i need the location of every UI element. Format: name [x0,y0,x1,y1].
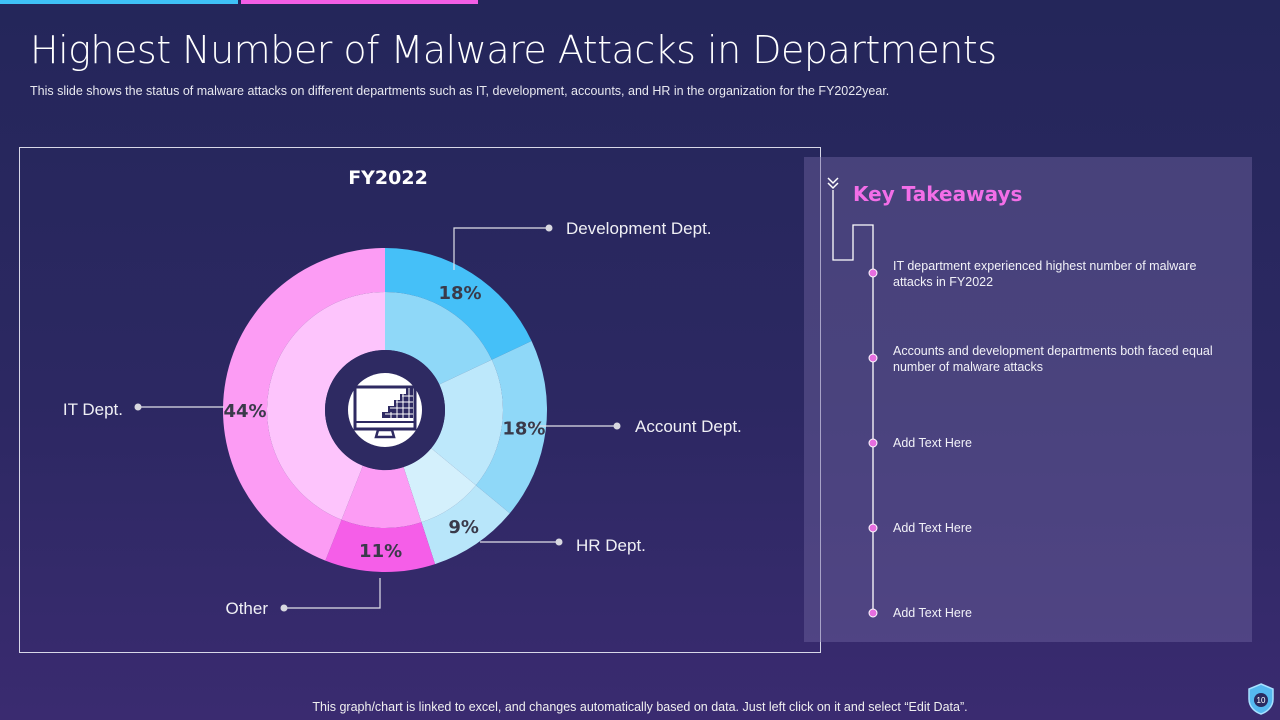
slice-inner-other[interactable] [341,465,422,529]
data-label-it-dept: 44% [223,401,266,422]
callout-dot [555,538,563,546]
slice-inner-it-dept[interactable] [267,292,385,520]
slice-outer-hr-dept[interactable] [421,485,510,565]
footer-note: This graph/chart is linked to excel, and… [312,700,968,714]
slice-inner-account-dept[interactable] [431,359,503,486]
category-label-it-dept: IT Dept. [63,400,123,419]
takeaway-item: IT department experienced highest number… [893,259,1197,289]
callout-line [453,227,549,270]
data-label-hr-dept: 9% [448,517,479,538]
page-number-badge: 10 [1248,683,1274,715]
page-subtitle: This slide shows the status of malware a… [30,84,890,98]
callout-dot [280,604,288,612]
callout-dot [613,422,621,430]
accent-bar-blue [0,0,238,4]
page-number: 10 [1257,696,1266,705]
callout-dot [134,403,142,411]
takeaway-item: Add Text Here [893,436,972,450]
category-label-other: Other [225,599,268,618]
donut-chart[interactable]: FY2022 18% 18% 9% 11% 44% Development Dept. A… [0,0,830,660]
timeline-connector [827,177,878,618]
callout-dot [545,224,553,232]
accent-bar-pink [241,0,478,4]
callout-line [284,578,381,609]
slice-outer-other[interactable] [325,519,436,572]
data-label-other: 11% [359,541,402,562]
data-label-development-dept: 18% [438,283,481,304]
key-takeaways-panel [804,157,1252,642]
slice-inner-development-dept[interactable] [385,292,492,385]
takeaway-item: Accounts and development departments bot… [893,344,1213,374]
double-chevron-down-icon [827,177,839,190]
chart-frame [19,147,821,653]
data-label-account-dept: 18% [502,419,545,440]
slice-inner-hr-dept[interactable] [403,448,476,523]
category-label-hr-dept: HR Dept. [576,536,646,555]
chart-title: FY2022 [348,167,428,189]
category-label-account-dept: Account Dept. [635,417,742,436]
slice-outer-development-dept[interactable] [385,248,532,360]
category-label-development-dept: Development Dept. [566,219,712,238]
computer-monitor-icon [348,373,422,447]
slice-outer-it-dept[interactable] [223,248,385,561]
page-title: Highest Number of Malware Attacks in Dep… [30,28,997,72]
takeaway-item: Add Text Here [893,521,972,535]
takeaway-item: Add Text Here [893,606,972,620]
slice-outer-account-dept[interactable] [475,341,547,514]
key-takeaways-title: Key Takeaways [853,182,1023,206]
